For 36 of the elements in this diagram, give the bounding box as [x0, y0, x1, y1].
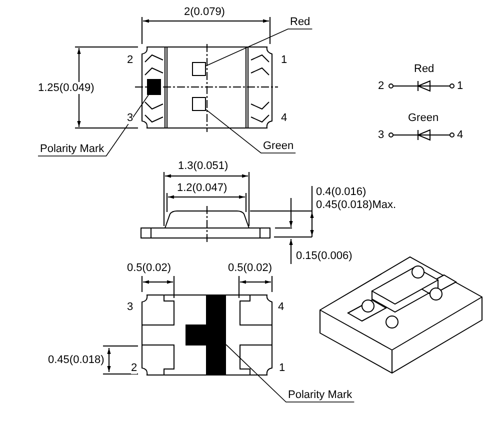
- pin-number: 4: [278, 301, 284, 313]
- pin-number: 4: [281, 112, 288, 124]
- dimension-label: 1.3(0.051): [178, 160, 228, 172]
- leader-line: [38, 94, 149, 156]
- leader-line: [226, 344, 355, 402]
- led-chip: [192, 97, 206, 111]
- diode-label: Green: [408, 112, 439, 124]
- leader-line: [206, 28, 313, 66]
- dimension-label: 0.45(0.018): [48, 354, 104, 366]
- dimension-label: 0.5(0.02): [127, 262, 172, 274]
- diode-label: Red: [414, 63, 434, 75]
- dimension-label: 1.25(0.049): [38, 82, 94, 94]
- dimension-label: 0.4(0.016): [316, 186, 366, 198]
- pin-number: 3: [127, 112, 134, 124]
- pin-number: 2: [378, 80, 384, 92]
- dimension-label: 0.5(0.02): [228, 262, 272, 274]
- pin-number: 1: [457, 80, 464, 92]
- dimension-label: 2(0.079): [184, 6, 225, 18]
- callout-label: Polarity Mark: [288, 389, 352, 401]
- callout-label: Red: [290, 16, 310, 28]
- led-chip: [192, 62, 206, 76]
- dimension-label: 0.45(0.018)Max.: [316, 199, 396, 211]
- polarity-mark-square: [147, 79, 161, 95]
- pin-number: 4: [457, 129, 464, 141]
- pin-number: 2: [127, 54, 134, 66]
- dimension-label: 1.2(0.047): [177, 182, 228, 194]
- callout-label: Polarity Mark: [40, 143, 104, 155]
- pin-number: 3: [127, 301, 134, 313]
- polarity-mark-bar: [206, 295, 226, 375]
- dimension-label: 0.15(0.006): [296, 250, 352, 262]
- leader-line: [206, 109, 296, 154]
- callout-label: Green: [263, 140, 294, 152]
- pin-number: 1: [281, 54, 288, 66]
- pin-number: 1: [279, 362, 286, 374]
- pin-number: 2: [131, 362, 138, 374]
- pin-number: 3: [378, 129, 384, 141]
